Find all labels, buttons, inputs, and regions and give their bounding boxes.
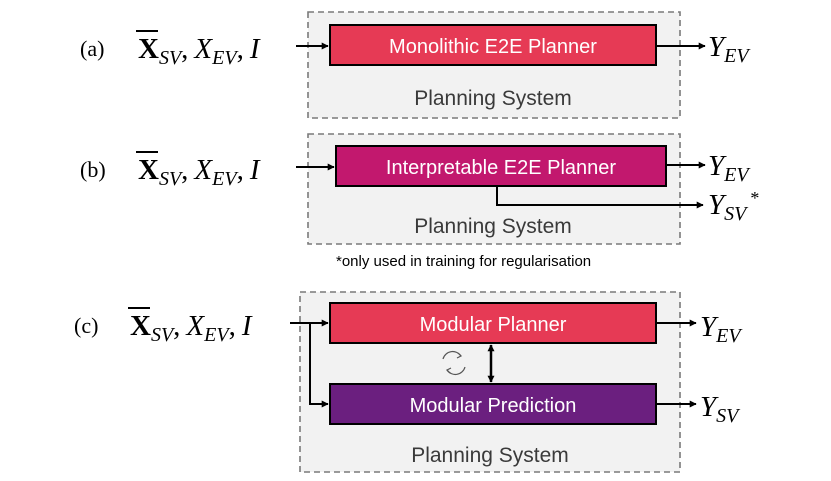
- x-ev-subscript: EV: [211, 168, 239, 190]
- output-y-ev: YEV: [708, 150, 751, 186]
- planning-system-label: Planning System: [414, 215, 572, 238]
- i-symbol: I: [241, 310, 253, 342]
- output-y-ev: YEV: [708, 31, 751, 67]
- x-sv-symbol: X: [138, 33, 159, 65]
- modular-planner-label: Modular Planner: [420, 314, 567, 336]
- i-symbol: I: [249, 154, 261, 186]
- footnote: *only used in training for regularisatio…: [336, 253, 591, 270]
- monolithic-planner-label: Monolithic E2E Planner: [389, 36, 597, 58]
- planning-system-label: Planning System: [411, 444, 569, 467]
- x-sv-subscript: SV: [159, 168, 184, 190]
- x-ev-subscript: EV: [203, 324, 231, 346]
- panel-label: (c): [74, 313, 98, 338]
- x-ev-symbol: X: [193, 154, 213, 186]
- panel-c: (c) XSV,XEV,I Modular Planner Modular Pr…: [74, 291, 743, 473]
- separator: ,: [237, 154, 244, 186]
- planning-system-label: Planning System: [414, 87, 572, 110]
- interpretable-planner-box: [335, 145, 667, 187]
- separator: ,: [181, 33, 188, 65]
- interpretable-planner-label: Interpretable E2E Planner: [386, 157, 616, 179]
- input-variables: XSV,XEV,I: [138, 33, 261, 69]
- x-ev-symbol: X: [185, 310, 205, 342]
- cycle-arrows-icon: [442, 350, 466, 376]
- modular-prediction-label: Modular Prediction: [410, 395, 577, 417]
- separator: ,: [181, 154, 188, 186]
- input-variables: XSV,XEV,I: [138, 154, 261, 190]
- x-sv-subscript: SV: [151, 324, 176, 346]
- panel-b: (b) XSV,XEV,I Interpretable E2E Planner …: [80, 133, 759, 270]
- x-sv-symbol: X: [138, 154, 159, 186]
- panel-a: (a) XSV,XEV,I Monolithic E2E Planner YEV…: [80, 11, 751, 119]
- output-y-sv: YSV*: [708, 188, 759, 225]
- i-symbol: I: [249, 33, 261, 65]
- x-sv-symbol: X: [130, 310, 151, 342]
- separator: ,: [173, 310, 180, 342]
- panel-label: (a): [80, 36, 104, 61]
- input-variables: XSV,XEV,I: [130, 310, 253, 346]
- x-ev-symbol: X: [193, 33, 213, 65]
- separator: ,: [229, 310, 236, 342]
- modular-prediction-box: [329, 383, 657, 425]
- panel-label: (b): [80, 157, 106, 182]
- monolithic-planner-box: [329, 24, 657, 66]
- auxiliary-output-arrow: [496, 186, 704, 209]
- modular-planner-box: [329, 302, 657, 344]
- x-sv-subscript: SV: [159, 47, 184, 69]
- input-arrow-to-prediction: [309, 323, 329, 408]
- output-y-ev: YEV: [700, 311, 743, 347]
- x-ev-subscript: EV: [211, 47, 239, 69]
- output-y-sv: YSV: [700, 391, 741, 427]
- separator: ,: [237, 33, 244, 65]
